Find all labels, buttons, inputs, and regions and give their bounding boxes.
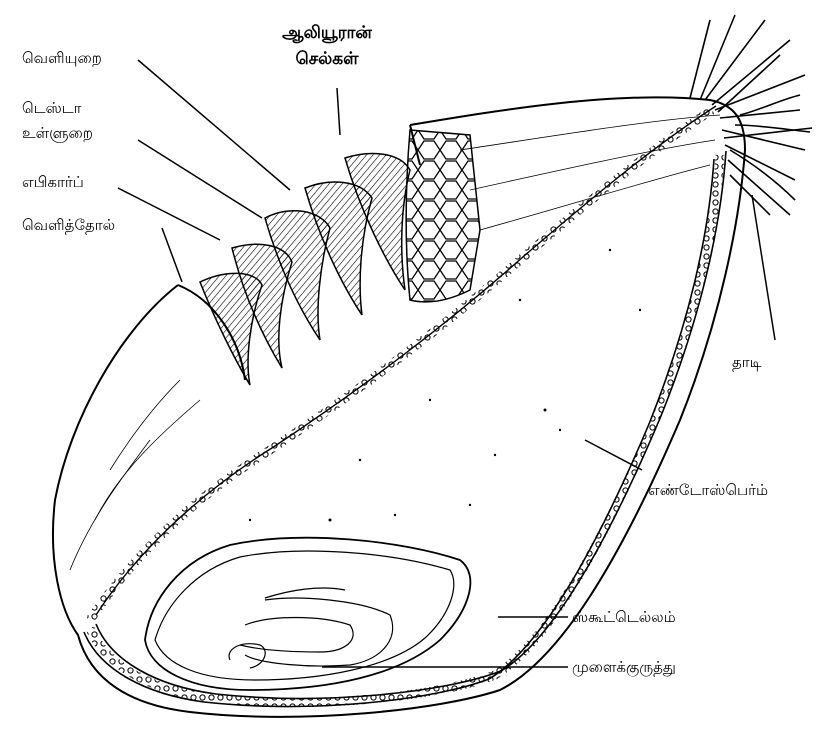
label-testa-line2: உள்ளுறை (22, 123, 93, 143)
seed-coat-layers (200, 130, 480, 385)
label-pericarp: வெளியுறை (22, 48, 102, 68)
label-beard: தாடி (732, 352, 762, 372)
leader-endosperm (585, 440, 642, 470)
label-outer-skin: வெளித்தோல் (22, 215, 115, 235)
leader-epicarp (118, 188, 220, 240)
label-epicarp: எபிகார்ப் (22, 172, 84, 192)
label-aleurone-line2: செல்கள் (262, 48, 392, 71)
label-endosperm: எண்டோஸ்பெர்ம் (648, 480, 768, 500)
leader-aleurone (337, 88, 340, 135)
leader-outer-skin (162, 228, 182, 282)
label-testa-line1: டெஸ்டா (22, 98, 82, 118)
leader-beard (752, 195, 775, 340)
leader-testa (138, 140, 262, 218)
label-embryo: முளைக்குருத்து (572, 657, 676, 677)
leader-pericarp (138, 60, 290, 190)
label-aleurone-line1: ஆலியூரான் (262, 22, 392, 45)
label-scutellum: ஸ்கூட்டெல்லம் (572, 607, 676, 627)
